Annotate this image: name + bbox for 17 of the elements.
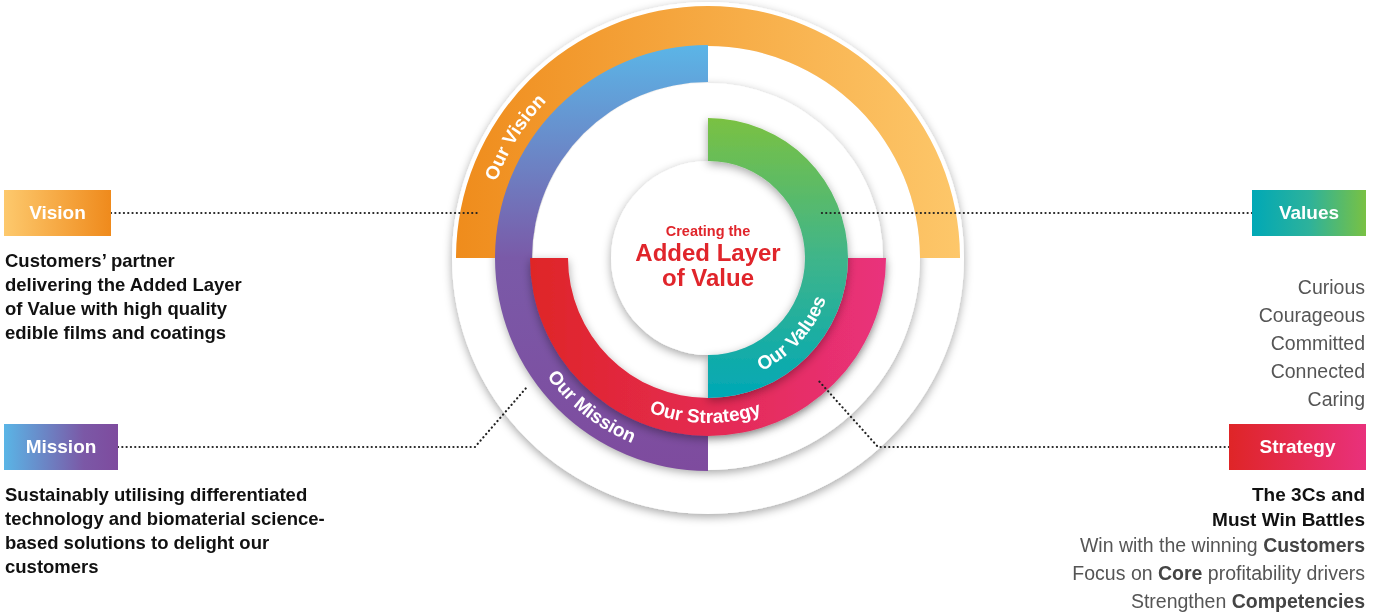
list-item: Curious bbox=[1297, 276, 1365, 299]
list-item: Connected bbox=[1270, 360, 1365, 383]
list-item: Courageous bbox=[1258, 304, 1365, 327]
list-item: Caring bbox=[1307, 388, 1365, 411]
label-tag: Values bbox=[1252, 190, 1366, 236]
description-text: Customers’ partner delivering the Added Layer of Value with high quality edible films and coatings bbox=[5, 249, 243, 345]
list-item: Win with the winning Customers bbox=[1079, 534, 1365, 557]
list-item: Focus on Core profitability drivers bbox=[1072, 562, 1365, 585]
label-tag: Strategy bbox=[1229, 424, 1366, 470]
heading-text: The 3Cs and Must Win Battles bbox=[1211, 483, 1365, 532]
list-item: Strengthen Competencies bbox=[1130, 590, 1365, 613]
leader-line bbox=[818, 211, 1254, 215]
list-item: Committed bbox=[1270, 332, 1365, 355]
label-tag: Vision bbox=[4, 190, 111, 236]
leader-line bbox=[816, 378, 1231, 449]
label-tag: Mission bbox=[4, 424, 118, 470]
description-text: Sustainably utilising differentiated technology and biomaterial science-based solutions to delight our customers bbox=[5, 483, 326, 579]
